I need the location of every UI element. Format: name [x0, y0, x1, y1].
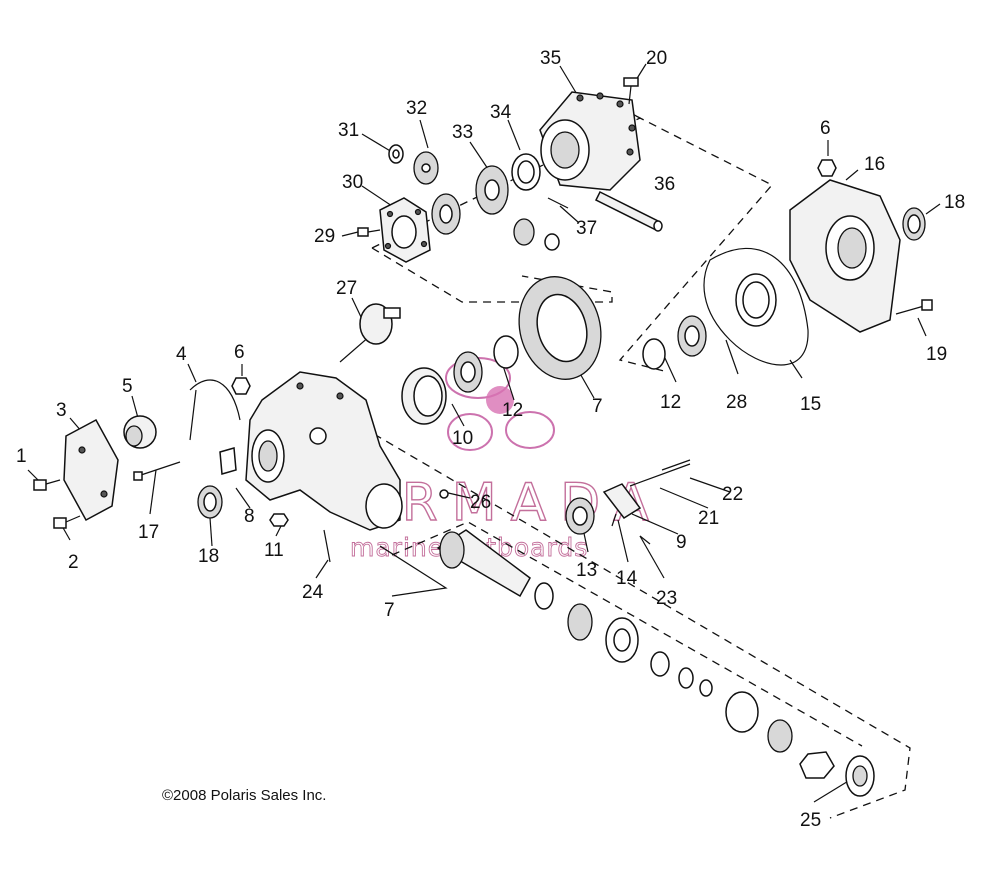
callout-14: 14: [616, 568, 638, 589]
callout-33: 33: [452, 122, 473, 143]
seal-part-18-right: [902, 207, 926, 241]
pinion-shaft-part-7: [436, 529, 531, 598]
callout-6-left: 6: [234, 342, 245, 363]
screw-part-29: [357, 227, 381, 237]
callout-10: 10: [452, 428, 473, 449]
vent-part-5: [123, 415, 157, 449]
callout-34: 34: [490, 102, 512, 123]
callout-36: 36: [654, 174, 675, 195]
callout-30: 30: [342, 172, 363, 193]
callout-18-left: 18: [198, 546, 219, 567]
shift-fork-part-9: [602, 483, 642, 519]
mount-bracket-part-3: [63, 418, 119, 522]
nut-part-6-right: [817, 159, 837, 177]
callout-29: 29: [314, 226, 335, 247]
callout-20: 20: [646, 48, 667, 69]
pin-part-37: [547, 197, 569, 209]
callout-32: 32: [406, 98, 427, 119]
pin-part-36: [594, 190, 663, 232]
bearing-cup-part-28: [735, 273, 777, 327]
gasket-part-15: [703, 247, 809, 366]
bolt-part-26: [439, 489, 449, 499]
callout-19: 19: [926, 344, 947, 365]
pinion-gear-part-32: [413, 151, 439, 185]
bolt-part-20: [623, 77, 639, 105]
callout-22: 22: [722, 484, 743, 505]
pinion-stack: [534, 582, 875, 797]
bolt-part-24: [323, 529, 331, 563]
callout-9: 9: [676, 532, 687, 553]
callout-13: 13: [576, 560, 597, 581]
callout-23: 23: [656, 588, 677, 609]
callout-12-left: 12: [502, 400, 523, 421]
callout-7-pinion: 7: [384, 600, 395, 621]
callout-7-ring-gear: 7: [592, 396, 603, 417]
bearing-part-left: [453, 351, 483, 393]
shim-part-12-right: [642, 338, 666, 370]
callout-5: 5: [122, 376, 133, 397]
callout-27: 27: [336, 278, 357, 299]
nut-part-11: [269, 513, 289, 527]
callout-16: 16: [864, 154, 885, 175]
bolt-part-1: [33, 479, 61, 491]
callout-21: 21: [698, 508, 719, 529]
pin-part-23: [639, 535, 651, 545]
callout-24: 24: [302, 582, 324, 603]
washer-part-31: [388, 144, 404, 164]
differential-housing-part-35: [539, 91, 641, 191]
spacer-part-8: [219, 447, 237, 475]
callout-37: 37: [576, 218, 597, 239]
bolt-part-19: [895, 299, 933, 315]
seal-part-18-left: [197, 485, 223, 519]
callout-3: 3: [56, 400, 67, 421]
bolt-part-2: [53, 515, 81, 529]
stud-part-17: [133, 461, 181, 481]
pin-part-22: [661, 459, 691, 471]
callout-4: 4: [176, 344, 187, 365]
callout-35: 35: [540, 48, 561, 69]
callout-26: 26: [470, 492, 491, 513]
callout-12-right: 12: [660, 392, 681, 413]
callout-2: 2: [68, 552, 79, 573]
side-gear-small: [431, 193, 461, 235]
callout-31: 31: [338, 120, 359, 141]
callout-6-right: 6: [820, 118, 831, 139]
shim-part-12-left: [493, 335, 519, 369]
nut-part-6-left: [231, 377, 251, 395]
main-housing: [245, 371, 403, 531]
actuator-part-27: [359, 303, 401, 345]
callout-1: 1: [16, 446, 27, 467]
gear-small-lower: [513, 218, 560, 251]
callout-25: 25: [800, 810, 821, 831]
bearing-right: [677, 315, 707, 357]
callout-18-right: 18: [944, 192, 965, 213]
clip-part-14: [611, 513, 617, 527]
bearing-part-13: [565, 497, 595, 535]
cover-part-16: [789, 179, 901, 333]
thrust-washer-part-34: [511, 153, 541, 191]
shaft-part-21: [629, 463, 691, 487]
bracket-part-4: [189, 379, 241, 441]
ring-gear-part-7: [518, 276, 602, 380]
callout-17: 17: [138, 522, 159, 543]
callout-28: 28: [726, 392, 747, 413]
side-gear-part-33: [475, 165, 509, 215]
copyright-notice: ©2008 Polaris Sales Inc.: [162, 787, 326, 804]
cover-part-30: [379, 197, 431, 263]
callout-15: 15: [800, 394, 821, 415]
callout-8: 8: [244, 506, 255, 527]
callout-labels: 1 2 3 4 5 6 6 7 7 8 9 10 11 12 12 13 14 …: [16, 48, 965, 831]
bearing-cup-part-10: [401, 367, 447, 425]
callout-11: 11: [264, 540, 284, 561]
